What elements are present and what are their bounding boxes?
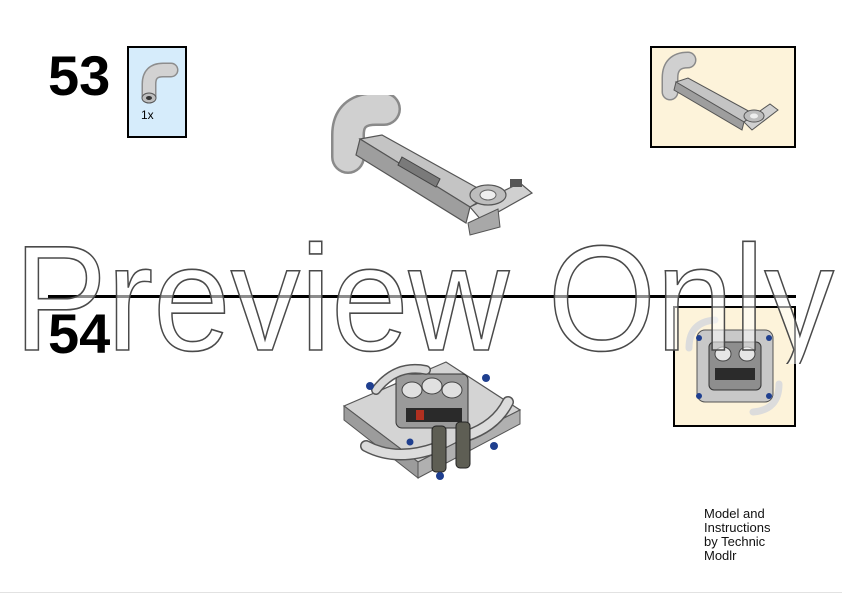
page-bottom-rule	[0, 592, 842, 593]
credit-line-2: Instructions	[704, 520, 771, 535]
step-number-54: 54	[48, 302, 111, 365]
part-quantity: 1x	[141, 108, 154, 122]
credit-line-3: by Technic	[704, 534, 766, 549]
credit-line-4: Modlr	[704, 548, 737, 563]
step-53-result-preview	[650, 46, 796, 148]
credit-text: Model and Instructions by Technic Modlr	[704, 507, 814, 563]
bent-tube-icon	[141, 62, 179, 104]
step-53-assembly-image	[331, 95, 534, 236]
result-preview-image	[661, 51, 779, 131]
parts-list-box: 1x	[127, 46, 187, 138]
step-54-result-preview	[673, 306, 796, 427]
step-54-assembly-image	[342, 361, 522, 480]
step-number-53: 53	[48, 44, 111, 107]
step-divider	[48, 295, 796, 298]
result-preview-image	[685, 316, 783, 416]
credit-line-1: Model and	[704, 506, 765, 521]
